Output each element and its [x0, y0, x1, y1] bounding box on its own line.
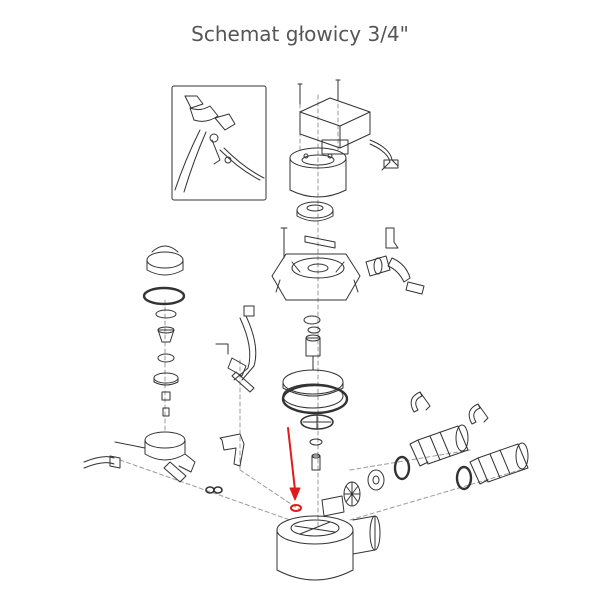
bypass-fitting [365, 227, 425, 295]
meter-cap [146, 245, 184, 276]
drive-motor-housing [299, 97, 399, 171]
highlighted-o-ring [290, 504, 302, 512]
meter-o-ring [142, 286, 186, 306]
left-clip [219, 433, 245, 467]
top-screws [297, 79, 341, 105]
right-clips [410, 391, 489, 425]
valve-main-body [276, 495, 381, 581]
piston-assembly [282, 334, 344, 409]
side-screw [280, 227, 288, 259]
valve-body-plate [271, 253, 361, 301]
large-o-ring [281, 383, 349, 415]
connector-o-rings [393, 455, 473, 491]
small-o-rings [205, 486, 223, 494]
inset-detail-box [171, 85, 267, 201]
bypass-arm [215, 305, 257, 393]
meter-body [114, 431, 196, 483]
red-indicator-arrow [287, 427, 301, 501]
connector-fittings [409, 424, 529, 485]
injector-small-parts [309, 438, 323, 471]
plate-o-rings [303, 315, 321, 334]
tubing [83, 455, 121, 469]
gear-housing [289, 147, 347, 198]
meter-stack-parts [153, 309, 179, 417]
seal-cage [300, 414, 334, 430]
turbine-support [367, 469, 385, 491]
main-gear [296, 201, 334, 222]
latch-clip [304, 235, 336, 249]
turbine [343, 481, 361, 507]
diagram-title: Schemat głowicy 3/4" [191, 22, 409, 46]
